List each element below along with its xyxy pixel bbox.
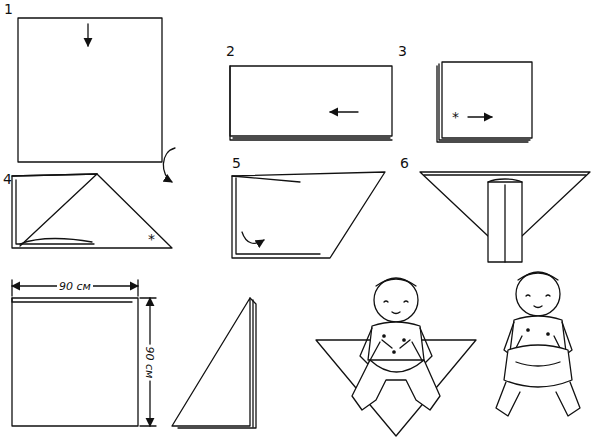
- step-number: 6: [400, 156, 409, 170]
- fold-mark: *: [148, 232, 155, 246]
- dimension-label: 90 см: [57, 281, 93, 292]
- folded-rectangle: [230, 66, 392, 140]
- fold-mark: *: [452, 110, 459, 124]
- step-number: 5: [232, 156, 241, 170]
- dimension-label: 90 см: [145, 344, 156, 380]
- baby-on-diaper: [316, 278, 476, 436]
- step-number: 3: [398, 44, 407, 58]
- folded-flap-step: [232, 172, 385, 258]
- step-number: 2: [226, 44, 235, 58]
- dimensioned-square: [12, 280, 156, 426]
- folded-triangle-step: [12, 148, 175, 248]
- step-number: 4: [3, 172, 12, 186]
- square-cloth: [18, 18, 162, 162]
- step-number: 1: [4, 2, 13, 16]
- folded-triangle: [172, 298, 256, 428]
- folded-square: [437, 62, 532, 142]
- baby-in-diaper: [496, 272, 580, 416]
- folded-roll-step: [420, 172, 590, 262]
